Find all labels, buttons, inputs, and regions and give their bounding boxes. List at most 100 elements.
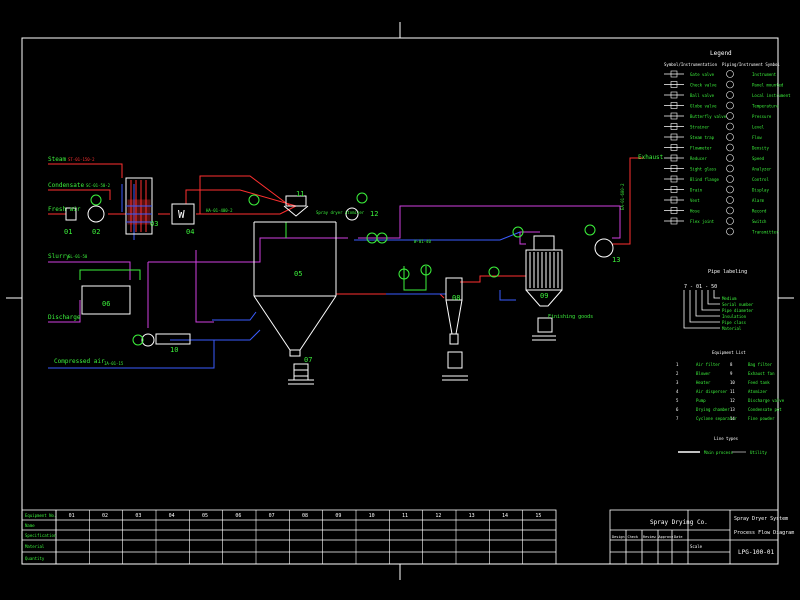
air-filter (65, 207, 77, 221)
legend-instrument-symbol (726, 112, 734, 120)
instrument-line-3 (79, 269, 141, 280)
schedule-col-header: 11 (402, 513, 408, 519)
equipment-list-item: Atomizer (748, 389, 768, 394)
slurry-tag: SL-01-50 (68, 254, 88, 259)
pump-to-atomizer (148, 237, 348, 263)
exhaust-label: Exhaust (638, 154, 664, 161)
legend-symbol-box (670, 186, 678, 193)
schedule-row-labels: Equipment No.NameSpecificationMaterialQu… (25, 513, 57, 561)
condensate-label: Condensate (48, 182, 85, 189)
schedule-row-label: Name (25, 523, 35, 528)
equipment-list-no: 5 (676, 398, 679, 403)
legend-left-item: Sight glass (690, 167, 717, 172)
tag-13: 13 (612, 256, 620, 264)
slurry-feed-line (48, 261, 131, 280)
legend-left-header: Symbol/Instrumentation (664, 62, 718, 67)
compressed-air-label: Compressed air (54, 358, 105, 365)
bag-filter (525, 235, 563, 341)
equipment-list-no: 1 (676, 362, 679, 367)
schedule-col-header: 10 (369, 513, 375, 519)
tag-note-item: Pipe diameter (722, 308, 754, 313)
legend-symbol-box (670, 112, 678, 120)
equipment-list-item: Blower (696, 371, 711, 376)
legend-symbol-box (670, 133, 678, 141)
discharge-purple (48, 300, 81, 323)
instr-bubble-1 (248, 194, 260, 206)
equipment-list-item: Cyclone separator (696, 416, 738, 421)
chamber-discharge (288, 363, 314, 385)
legend-left-item: Butterfly valve (690, 114, 727, 119)
schedule-table (21, 509, 557, 565)
blue-line-1 (170, 329, 261, 341)
equipment (65, 177, 614, 385)
instr-bubble-5 (420, 264, 432, 276)
instr-bubble-8 (584, 224, 596, 236)
line-legend: Line types Main process Utility (678, 436, 767, 455)
legend-right-item: Pressure (752, 114, 772, 119)
legend-instrument-symbol (726, 175, 734, 183)
rev-label: Review (643, 535, 657, 539)
legend-left-item: Vent (690, 198, 700, 203)
legend-symbol-box (670, 91, 678, 99)
legend-right-item: Analyzer (752, 167, 772, 172)
equipment-list-item: Discharge valve (748, 398, 785, 403)
hot-air-top (199, 175, 291, 214)
legend-right-item: Temperature (752, 104, 779, 109)
line-legend-item-2: Utility (750, 450, 767, 455)
instr-bubble-7 (512, 226, 524, 238)
legend-right-item: Panel mounted (752, 83, 784, 88)
legend-right-item: Flow (752, 135, 762, 140)
equipment-list-no: 13 (730, 407, 735, 412)
equipment-list-no: 3 (676, 380, 679, 385)
exhaust-tag: EA-01-600-2 (620, 183, 625, 210)
legend-instrument-symbol (726, 70, 734, 78)
hot-air-bypass (185, 189, 297, 207)
equipment-list-item: Heater (696, 380, 711, 385)
instr-bubble-11 (90, 194, 102, 206)
chamber-side (195, 250, 214, 323)
instrument-line-2 (403, 266, 427, 291)
legend-instrument-symbol (726, 206, 734, 215)
steam-tag: ST-01-150-2 (68, 157, 95, 162)
hot-air-main (196, 205, 297, 215)
line-legend-title: Line types (714, 436, 739, 441)
title-block (609, 509, 779, 565)
equipment-list-no: 11 (730, 389, 735, 394)
legend-symbol-box (670, 196, 678, 204)
legend-title: Legend (710, 50, 732, 57)
equipment-list-item: Fine powder (748, 416, 775, 421)
exhaust-line (612, 157, 644, 245)
equipment-list-no: 12 (730, 398, 735, 403)
schedule-row-label: Equipment No. (25, 513, 56, 518)
schedule-col-header: 09 (335, 513, 341, 519)
drawing-title-1: Spray Dryer System (734, 516, 788, 522)
legend-right-item: Switch (752, 219, 767, 224)
filter-outlet (519, 231, 540, 245)
tag-08: 08 (452, 294, 460, 302)
legend-instrument-symbol (726, 143, 734, 152)
schedule-col-header: 04 (169, 513, 175, 519)
compressed-air-line (48, 340, 215, 369)
tag-note-item: Material (722, 326, 742, 331)
equipment-list-item: Feed tank (748, 380, 770, 385)
tag-12: 12 (370, 210, 378, 218)
legend-right-item: Display (752, 188, 769, 193)
equipment-list-item: Exhaust fan (748, 371, 775, 376)
legend-symbol-box (670, 175, 678, 183)
legend-instrument-symbol (726, 133, 734, 141)
blower (87, 205, 105, 223)
legend-symbol-box (670, 123, 678, 130)
steam-line (48, 163, 123, 178)
legend-instrument-symbol (726, 122, 734, 131)
blue-line-3 (354, 231, 521, 241)
equipment-tags: 01 02 03 04 05 06 07 08 09 10 11 12 13 W (64, 190, 620, 364)
legend-left-item: Flex joint (690, 219, 715, 224)
cyclone-separator (442, 277, 468, 381)
schedule-col-header: 12 (435, 513, 441, 519)
discharge-label: Discharge (48, 314, 81, 321)
fan-recirc (358, 205, 621, 239)
